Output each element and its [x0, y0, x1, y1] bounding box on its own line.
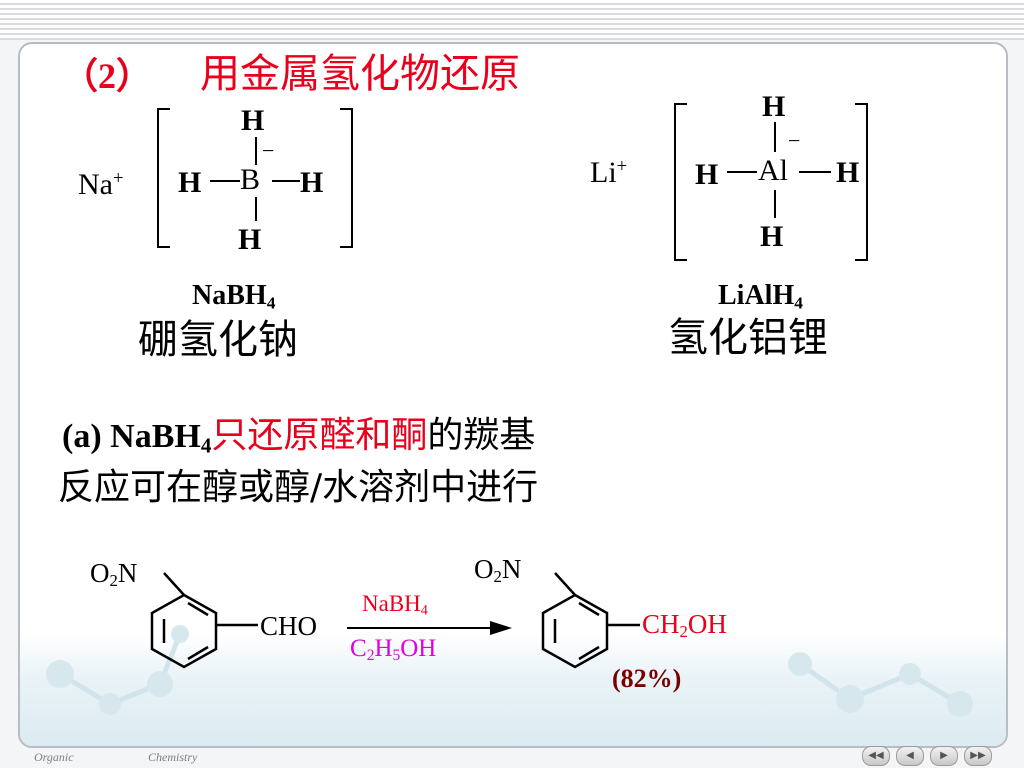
nav-prev-button[interactable]: ◀: [896, 746, 924, 766]
note-line-1: (a) NaBH4只还原醛和酮的羰基: [62, 415, 536, 458]
yield-label: (82%): [612, 664, 682, 693]
nabh4-bottom-h: H: [238, 223, 262, 256]
nabh4-left-h: H: [178, 166, 202, 199]
lialh4-formula: LiAlH4: [718, 280, 803, 313]
lialh4-minus-charge: −: [788, 128, 801, 153]
lialh4-center-al: Al: [758, 154, 788, 187]
lialh4-left-h: H: [695, 158, 719, 191]
nabh4-formula: NaBH4: [192, 280, 276, 313]
nabh4-center-b: B: [240, 163, 261, 196]
nabh4-cation: Na+: [78, 167, 124, 201]
molecule-decor-icon: [46, 625, 973, 717]
reactant-nitro-group: O2N: [90, 558, 138, 591]
top-stripe-band: [0, 0, 1024, 40]
nabh4-minus-charge: −: [262, 138, 275, 163]
product-nitro-group: O2N: [474, 554, 522, 587]
reactant-aldehyde-group: CHO: [260, 611, 318, 641]
nabh4-right-h: H: [300, 166, 324, 199]
slide-panel: [18, 42, 1008, 748]
reaction-scheme-graphic: [150, 572, 640, 669]
reagent-label: NaBH4: [362, 591, 428, 619]
lialh4-right-h: H: [836, 156, 860, 189]
nav-first-button[interactable]: ◀◀: [862, 746, 890, 766]
lialh4-name: 氢化铝锂: [668, 315, 828, 361]
solvent-label: C2H5OH: [350, 635, 437, 664]
footer-organic: Organic: [34, 750, 74, 764]
product-alcohol-group: CH2OH: [642, 609, 727, 642]
nav-last-button[interactable]: ▶▶: [964, 746, 992, 766]
footer-chemistry: Chemistry: [148, 750, 198, 764]
heading-title: 用金属氢化物还原: [200, 51, 520, 97]
lialh4-bottom-h: H: [760, 220, 784, 253]
note-line-2: 反应可在醇或醇/水溶剂中进行: [58, 467, 539, 508]
lialh4-structure: [674, 103, 868, 261]
heading-number: （2）: [62, 56, 153, 96]
nav-next-button[interactable]: ▶: [930, 746, 958, 766]
nabh4-name: 硼氢化钠: [138, 317, 298, 363]
nabh4-top-h: H: [241, 104, 265, 137]
lialh4-top-h: H: [762, 90, 786, 123]
nabh4-structure: [157, 108, 353, 248]
lialh4-cation: Li+: [590, 155, 628, 189]
